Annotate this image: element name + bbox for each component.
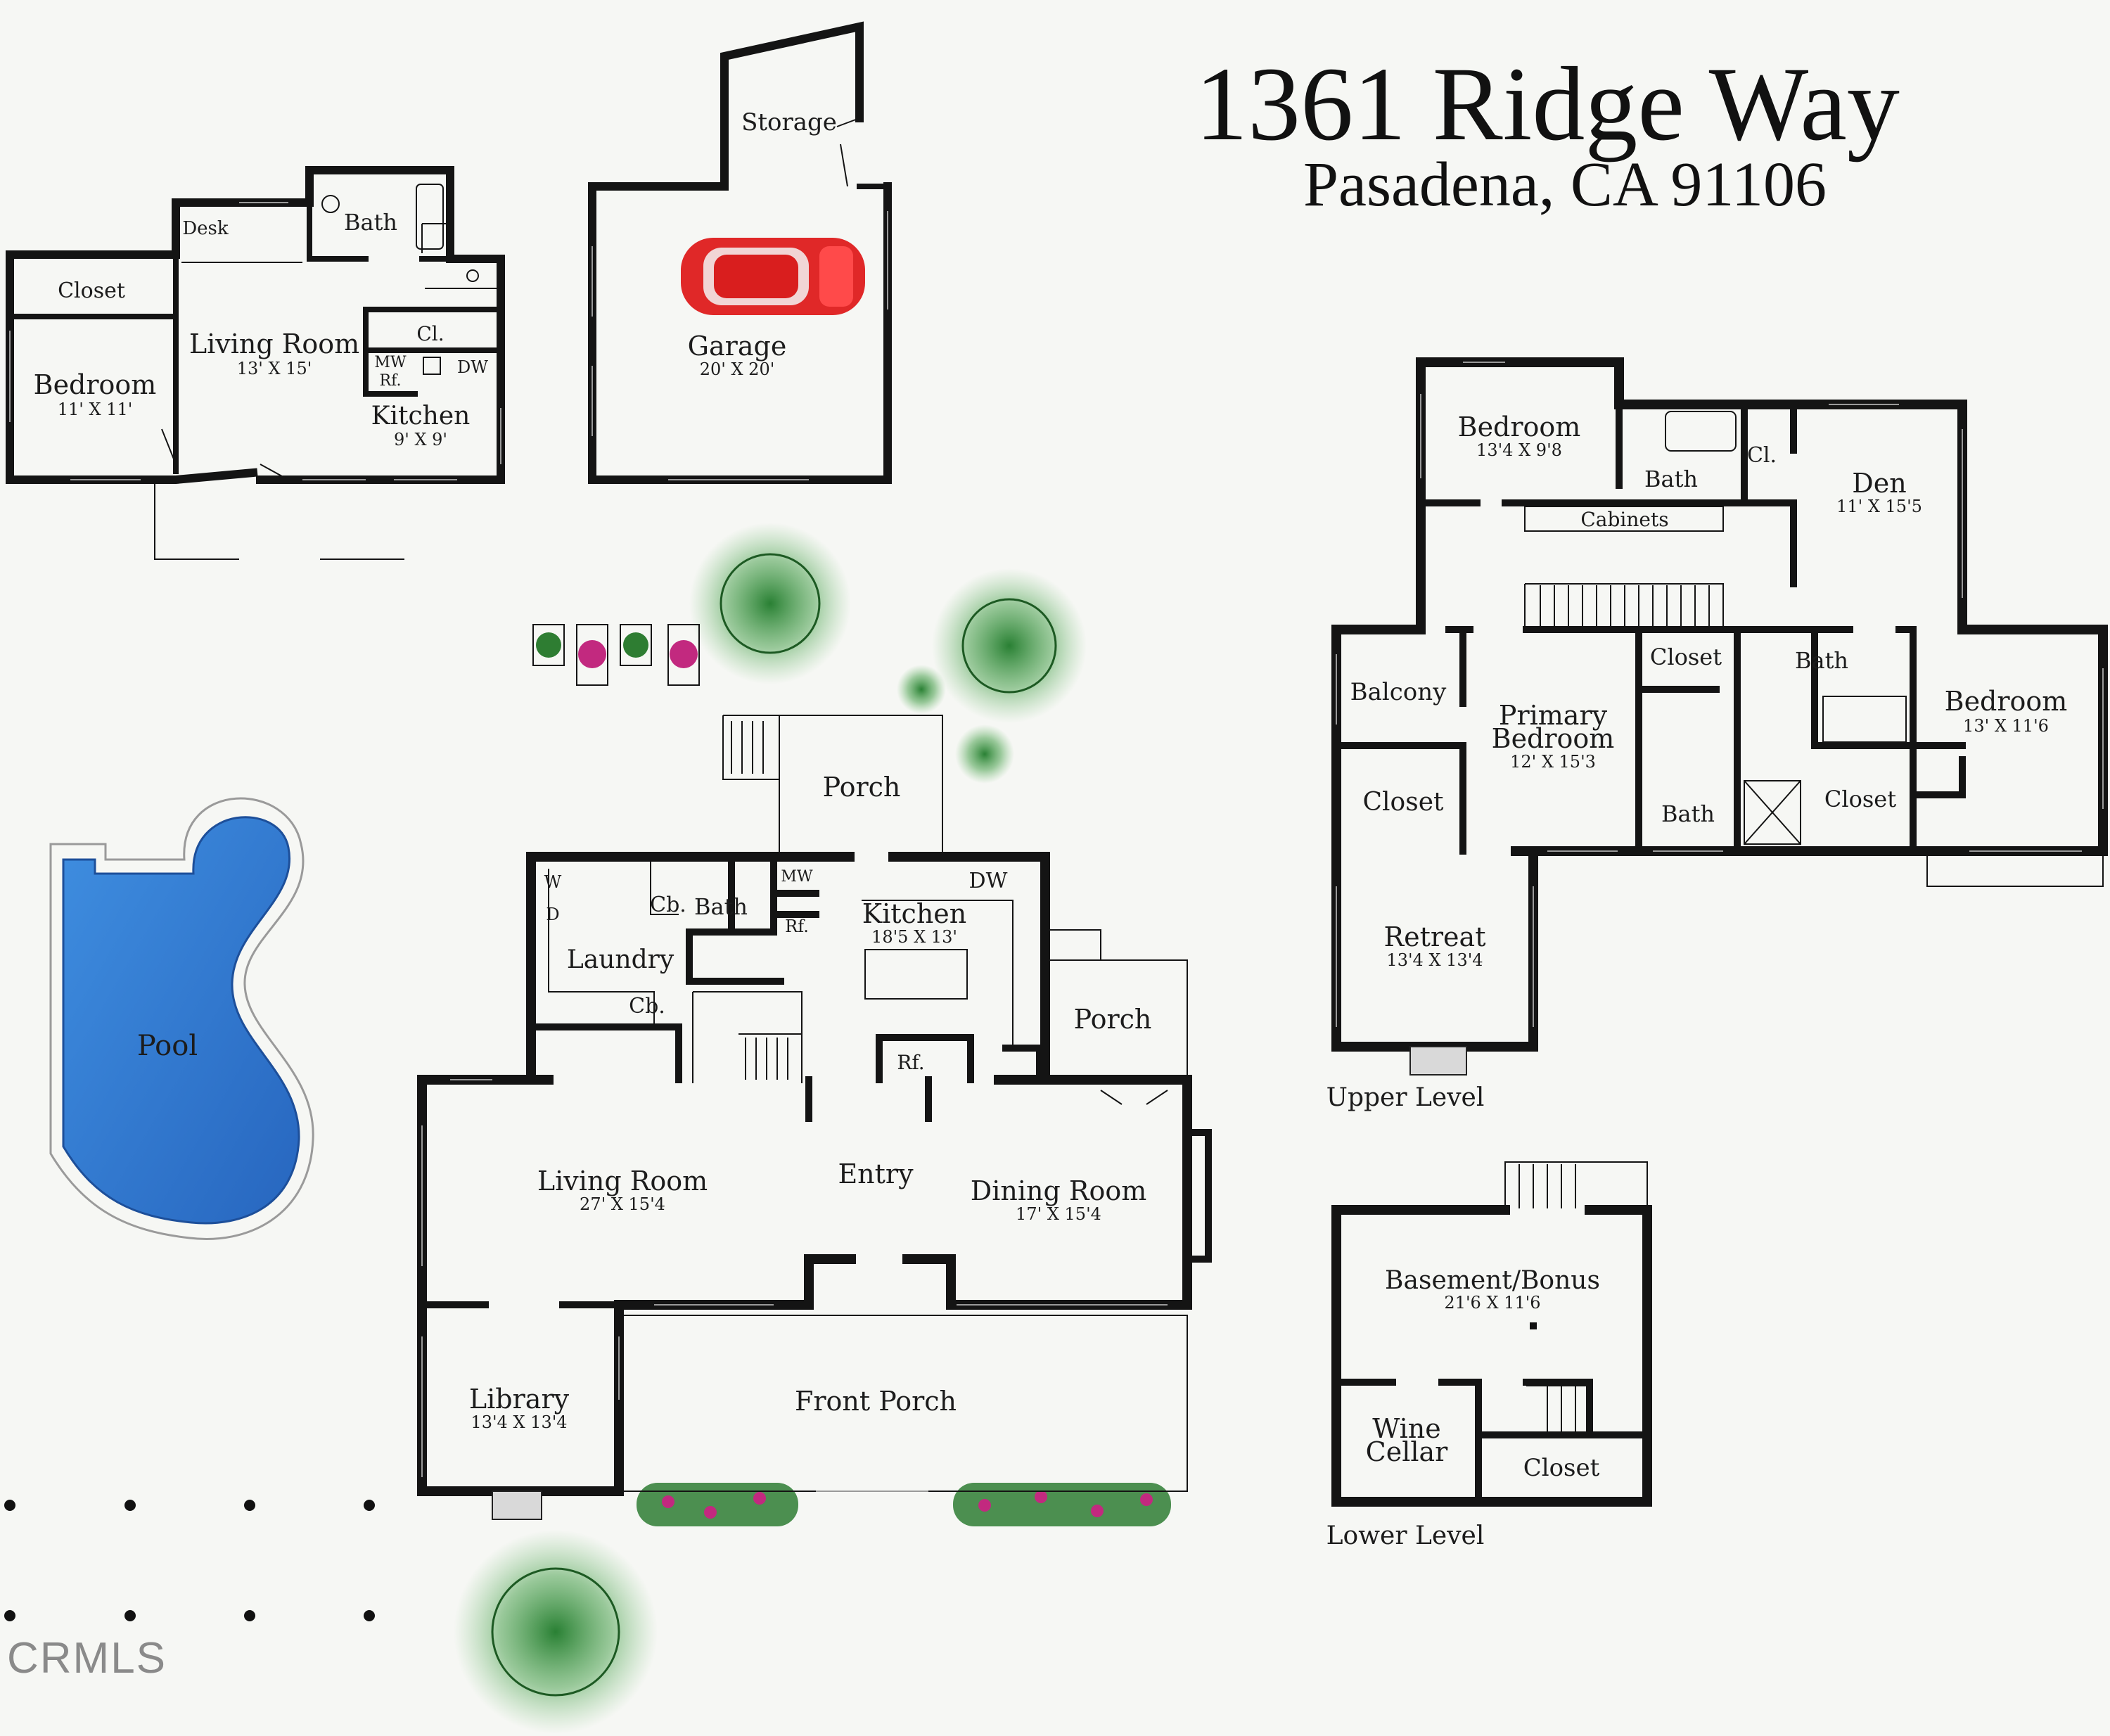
washer-label: W <box>544 872 562 892</box>
tree-icon <box>689 523 851 684</box>
garage-storage-label: Storage <box>741 108 837 136</box>
main-kitchen-label: Kitchen <box>862 898 967 929</box>
landscaping <box>4 523 1171 1734</box>
dryer-label: D <box>546 905 559 924</box>
upper-bedroom1-dim: 13'4 X 9'8 <box>1476 440 1562 460</box>
adu-dw-label: DW <box>457 357 488 377</box>
mls-watermark: CRMLS <box>7 1634 167 1683</box>
fridge-label: Rf. <box>897 1051 924 1074</box>
garage-plan: Storage Garage 20' X 20' <box>588 21 892 484</box>
main-dw-label: DW <box>969 869 1008 893</box>
adu-living-label: Living Room <box>189 328 359 359</box>
cabinet-label-2: Cb. <box>629 994 665 1019</box>
library-label: Library <box>469 1384 570 1415</box>
adu-desk-label: Desk <box>182 218 229 239</box>
cabinets-label: Cabinets <box>1580 508 1668 531</box>
cabinet-label-1: Cb. <box>650 893 686 917</box>
main-kitchen-dim: 18'5 X 13' <box>871 927 957 947</box>
car-icon <box>681 238 865 315</box>
upper-cl-label: Cl. <box>1747 443 1777 468</box>
wine-cellar-label-2: Cellar <box>1366 1436 1449 1467</box>
laundry-label: Laundry <box>567 945 674 974</box>
primary-bedroom-label-2: Bedroom <box>1492 723 1615 754</box>
main-mw-label: MW <box>781 868 813 886</box>
adu-rf-label: Rf. <box>380 372 402 390</box>
adu-living-dim: 13' X 15' <box>237 359 312 378</box>
living-room-dim: 27' X 15'4 <box>580 1194 665 1214</box>
primary-bedroom-label-1: Primary <box>1499 700 1608 731</box>
upper-level-caption: Upper Level <box>1326 1083 1485 1112</box>
property-address: 1361 Ridge Way <box>1195 46 1900 162</box>
property-city: Pasadena, CA 91106 <box>1303 150 1827 219</box>
upper-bedroom2-dim: 13' X 11'6 <box>1963 716 2049 736</box>
upper-closet-right-label: Closet <box>1824 786 1896 812</box>
adu-cl-label: Cl. <box>416 322 444 345</box>
flower-bed-left <box>637 1483 798 1526</box>
adu-bedroom-label: Bedroom <box>34 369 157 400</box>
shrub-icon <box>897 665 1014 784</box>
upper-bedroom2-label: Bedroom <box>1945 686 2068 717</box>
adu-kitchen-dim: 9' X 9' <box>394 430 447 449</box>
dining-room-label: Dining Room <box>971 1175 1147 1206</box>
front-porch-label: Front Porch <box>795 1386 957 1417</box>
adu-bath-label: Bath <box>344 209 397 236</box>
side-porch-label: Porch <box>1074 1004 1152 1035</box>
adu-plan: Closet Bedroom 11' X 11' Desk Living Roo… <box>6 166 505 560</box>
tree-icon <box>932 568 1087 723</box>
adu-mw-label: MW <box>374 354 407 371</box>
lower-closet-label: Closet <box>1523 1454 1600 1482</box>
tree-icon <box>454 1530 658 1734</box>
den-dim: 11' X 15'5 <box>1836 497 1922 516</box>
upper-bath2-label: Bath <box>1795 647 1848 674</box>
wine-cellar-label-1: Wine <box>1372 1413 1441 1444</box>
basement-label: Basement/Bonus <box>1385 1266 1600 1295</box>
dining-room-dim: 17' X 15'4 <box>1016 1204 1101 1224</box>
balcony-label: Balcony <box>1350 678 1447 706</box>
upper-bedroom1-label: Bedroom <box>1458 411 1581 442</box>
flower-bed-right <box>953 1483 1171 1526</box>
pool-label: Pool <box>137 1030 198 1062</box>
main-floor-plan: Porch W D Cb. Bath MW Rf. DW Kitchen 18'… <box>417 715 1212 1520</box>
den-label: Den <box>1852 468 1906 499</box>
pool: Pool <box>49 797 314 1240</box>
library-dim: 13'4 X 13'4 <box>471 1412 567 1432</box>
garage-dim: 20' X 20' <box>700 359 775 379</box>
lower-level-caption: Lower Level <box>1326 1521 1485 1550</box>
upper-bath1-label: Bath <box>1644 466 1698 492</box>
main-rf-label: Rf. <box>785 917 809 936</box>
primary-bedroom-dim: 12' X 15'3 <box>1510 752 1596 772</box>
living-room-label: Living Room <box>537 1166 708 1196</box>
adu-closet-label: Closet <box>58 279 125 303</box>
fence-posts <box>4 1500 375 1621</box>
adu-kitchen-label: Kitchen <box>371 402 471 430</box>
upper-bath3-label: Bath <box>1661 800 1715 827</box>
back-porch-label: Porch <box>823 772 901 803</box>
upper-closet-top-label: Closet <box>1650 644 1722 670</box>
retreat-label: Retreat <box>1384 921 1486 952</box>
adu-bedroom-dim: 11' X 11' <box>58 400 133 419</box>
entry-label: Entry <box>838 1159 914 1189</box>
upper-closet-left-label: Closet <box>1363 788 1445 817</box>
lower-level-plan: Basement/Bonus 21'6 X 11'6 Wine Cellar C… <box>1326 1161 1652 1550</box>
main-bath-label: Bath <box>694 893 748 920</box>
garage-label: Garage <box>688 331 787 362</box>
retreat-dim: 13'4 X 13'4 <box>1386 950 1483 970</box>
basement-dim: 21'6 X 11'6 <box>1444 1293 1540 1313</box>
upper-level-plan: Bedroom 13'4 X 9'8 Bath Cl. Den 11' X 15… <box>1326 357 2108 1112</box>
